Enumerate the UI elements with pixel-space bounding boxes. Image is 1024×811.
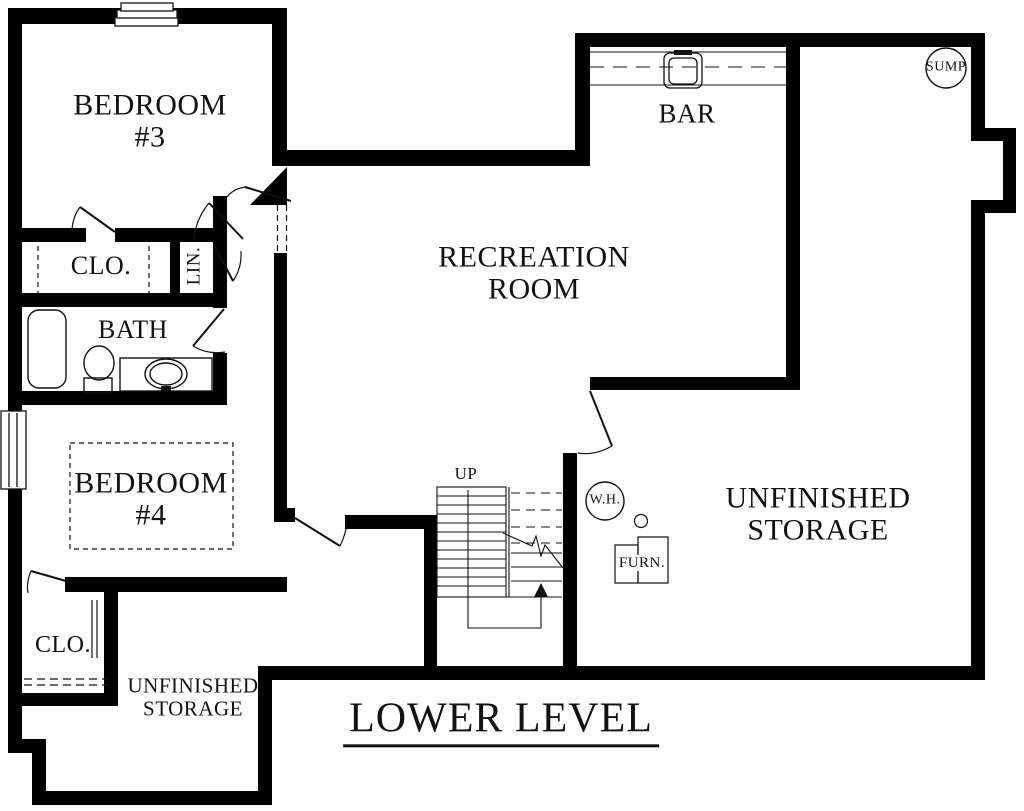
stairs-direction-line	[467, 490, 542, 629]
bar-sink-symbol	[663, 50, 703, 89]
sump-label: SUMP	[925, 59, 967, 75]
stairs-up-arrow	[534, 583, 548, 597]
stairs-break-line	[502, 532, 564, 569]
walls	[8, 8, 1016, 805]
wall-stair-hall-top	[345, 515, 437, 529]
water-heater-label: W.H.	[589, 492, 621, 508]
wall-left-exterior	[8, 8, 22, 753]
stairs-up-label: UP	[454, 463, 478, 483]
door-bedroom3	[71, 206, 116, 233]
room-label-closet-lower: CLO.	[35, 632, 91, 659]
bedroom4-dashed-area	[69, 442, 234, 550]
stairs-outline	[436, 486, 507, 598]
window-bedroom3	[114, 2, 179, 27]
water-heater-symbol	[585, 481, 625, 521]
dashed-lines	[24, 205, 288, 686]
room-label-storage-right: UNFINISHED STORAGE	[725, 481, 911, 548]
bedroom3-line2: #3	[134, 121, 166, 154]
wall-bump-right	[1003, 128, 1016, 213]
stairs-treads	[437, 495, 506, 587]
bedroom3-line1: BEDROOM	[73, 88, 227, 122]
room-label-recreation: RECREATION ROOM	[438, 240, 630, 307]
wall-bump-bottom	[971, 200, 1016, 213]
wall-recroom-top	[272, 150, 590, 166]
wall-linen-right	[213, 196, 227, 308]
storage-right-line1: UNFINISHED	[725, 481, 911, 515]
wall-bedroom4-bottom	[65, 577, 287, 592]
door-lower-closet	[26, 570, 67, 594]
wall-door-jamb-bedroom4	[274, 508, 295, 522]
storage-lower-left-line2: STORAGE	[143, 696, 243, 720]
room-label-closet-upper: CLO.	[70, 250, 132, 280]
door-bifold-lower-closet	[91, 600, 98, 658]
room-label-bedroom4: BEDROOM #4	[74, 466, 228, 533]
stairs	[436, 486, 564, 629]
wall-below-bedroom3-b	[115, 228, 227, 242]
wall-bar-right	[786, 33, 800, 390]
toilet-symbol	[83, 345, 115, 394]
wall-lower-closet-right	[104, 592, 118, 706]
wall-step-down	[32, 739, 46, 805]
wall-stairs-right	[563, 453, 577, 680]
wall-spine	[274, 253, 287, 508]
floor-drain-symbol	[633, 513, 649, 529]
recreation-line2: ROOM	[487, 273, 581, 306]
room-label-linen: LIN.	[183, 246, 205, 286]
wall-below-bedroom3-a	[8, 228, 86, 242]
door-recroom-storage	[577, 390, 613, 455]
room-label-bedroom3: BEDROOM #3	[73, 88, 227, 155]
furnace-label: FURN.	[616, 554, 668, 572]
wall-bedroom3-right	[272, 8, 287, 166]
wall-left-storage-right	[258, 666, 272, 805]
door-near-diagonal	[226, 186, 292, 202]
room-label-bath: BATH	[98, 314, 168, 344]
door-hall-upper	[193, 202, 244, 242]
wall-recroom-bottom-right	[590, 377, 800, 390]
wall-closet-linen-divider	[170, 242, 180, 293]
sump-symbol	[925, 47, 967, 89]
bedroom4-line2: #4	[135, 499, 167, 532]
door-bedroom4	[294, 517, 348, 547]
fixtures	[27, 47, 967, 584]
wall-bath-bottom	[8, 391, 227, 405]
door-bath	[192, 308, 226, 354]
recreation-line1: RECREATION	[438, 240, 630, 274]
storage-lower-left-line1: UNFINISHED	[127, 673, 259, 698]
windows	[0, 2, 179, 490]
wall-top-right-block	[575, 33, 985, 47]
wall-lower-closet-bottom	[22, 693, 118, 706]
bathtub-symbol	[27, 309, 67, 389]
wall-bottom-left-storage	[32, 791, 272, 805]
wall-stairs-left	[424, 515, 437, 680]
wall-right-lower	[971, 200, 985, 680]
wall-bar-left	[575, 33, 590, 166]
bedroom4-line1: BEDROOM	[74, 466, 228, 500]
room-label-bar: BAR	[658, 98, 716, 129]
door-linen	[214, 246, 242, 282]
wall-diagonal-corner	[250, 167, 287, 205]
wall-right-upper	[971, 33, 985, 141]
wall-bottom-exterior	[258, 666, 985, 680]
bar-counter	[590, 51, 786, 86]
window-bedroom4	[0, 410, 27, 490]
room-label-storage-lower-left: UNFINISHED STORAGE	[128, 674, 259, 719]
doors	[26, 186, 613, 658]
stairs-headroom-dashed	[511, 492, 562, 544]
vanity-sink-symbol	[119, 357, 213, 392]
storage-right-line2: STORAGE	[747, 514, 889, 547]
page-title: LOWER LEVEL	[343, 695, 659, 748]
wall-closet-bottom	[8, 293, 227, 307]
